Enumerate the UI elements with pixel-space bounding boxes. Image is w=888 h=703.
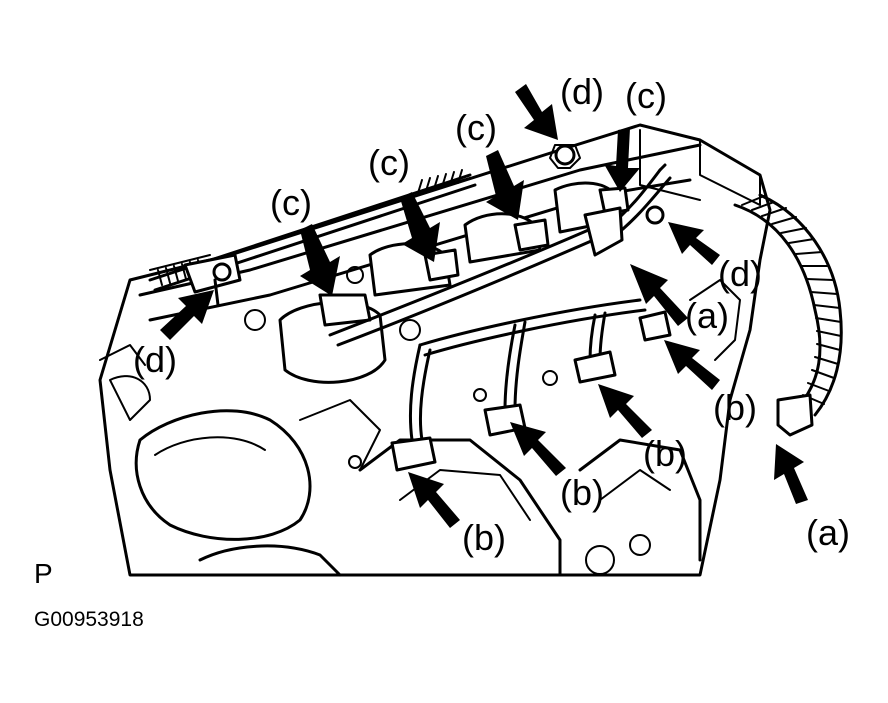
label-b1: (b) xyxy=(713,387,757,428)
corrugated-tube xyxy=(733,193,843,437)
arrow-d1 xyxy=(515,84,558,140)
label-b2: (b) xyxy=(643,433,687,474)
label-b3: (b) xyxy=(560,472,604,513)
figure-id: G00953918 xyxy=(34,608,144,631)
label-a1: (a) xyxy=(685,295,729,336)
arrow-b2 xyxy=(598,384,652,438)
label-c4: (c) xyxy=(625,75,667,116)
callout-labels: (c) (c) (c) (c) (d) (d) (d) (a) (a) (b) … xyxy=(133,71,850,558)
arrow-d3 xyxy=(160,290,214,340)
arrow-c3 xyxy=(486,150,524,220)
label-d2: (d) xyxy=(718,253,762,294)
arrow-c4 xyxy=(604,128,640,192)
label-c1: (c) xyxy=(270,182,312,223)
arrow-b1 xyxy=(664,340,720,390)
label-a2: (a) xyxy=(806,512,850,553)
view-marker: P xyxy=(34,558,53,589)
label-d1: (d) xyxy=(560,71,604,112)
label-c3: (c) xyxy=(455,107,497,148)
arrow-d2 xyxy=(668,222,720,265)
label-b4: (b) xyxy=(462,517,506,558)
arrow-b3 xyxy=(510,422,566,476)
arrow-a1 xyxy=(630,264,688,326)
arrow-a2 xyxy=(774,444,808,504)
arrow-b4 xyxy=(408,472,460,528)
bolts xyxy=(549,144,665,225)
label-c2: (c) xyxy=(368,142,410,183)
arrow-c1 xyxy=(300,224,340,296)
arrow-c2 xyxy=(400,192,440,262)
callout-arrows xyxy=(160,84,808,528)
label-d3: (d) xyxy=(133,339,177,380)
